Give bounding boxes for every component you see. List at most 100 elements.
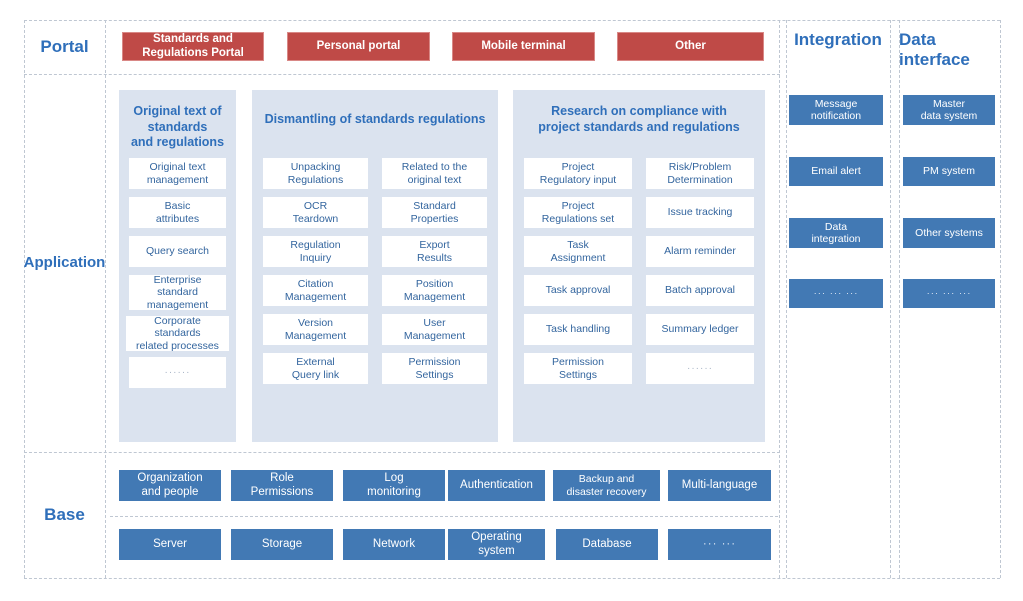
app-item-batch-approval[interactable]: Batch approval [646, 275, 754, 306]
column-label-data-interface: Data interface [899, 30, 1000, 71]
base-item-more-dots[interactable]: ··· ··· [668, 529, 771, 560]
base-item-database[interactable]: Database [556, 529, 658, 560]
app-item-related-to-original-text[interactable]: Related to the original text [382, 158, 487, 189]
item-line2: Management [403, 290, 466, 303]
item-line1: OCR [303, 200, 328, 213]
app-item-citation-management[interactable]: Citation Management [263, 275, 368, 306]
app-item-project-regulations-set[interactable]: Project Regulations set [524, 197, 632, 228]
data-interface-item-pm-system[interactable]: PM system [903, 157, 995, 186]
app-item-user-management[interactable]: User Management [382, 314, 487, 345]
base-item-operating-system[interactable]: Operating system [448, 529, 545, 560]
item-line2: Assignment [550, 251, 606, 264]
base-item-storage[interactable]: Storage [231, 529, 333, 560]
item-line1: Original text [149, 161, 206, 174]
base-item-network[interactable]: Network [343, 529, 445, 560]
group-title-line2: standards [147, 119, 208, 134]
item-line1: Summary ledger [661, 323, 739, 336]
base-item-role-permissions[interactable]: Role Permissions [231, 470, 333, 501]
item-line1: Unpacking [290, 161, 341, 174]
item-line1: Query search [145, 245, 210, 258]
app-item-version-management[interactable]: Version Management [263, 314, 368, 345]
app-item-corporate-standards-related-processes[interactable]: Corporate standards related processes [126, 314, 229, 352]
item-line2: Permissions [250, 485, 314, 498]
app-item-permission-settings-dismantling[interactable]: Permission Settings [382, 353, 487, 384]
item-line1: Version [297, 317, 334, 330]
item-line1: Storage [261, 537, 303, 550]
app-item-position-management[interactable]: Position Management [382, 275, 487, 306]
app-item-risk-problem-determination[interactable]: Risk/Problem Determination [646, 158, 754, 189]
app-item-more-dots[interactable]: ······ [129, 357, 226, 388]
item-line1: Basic [164, 200, 191, 213]
item-line1: PM system [923, 165, 975, 178]
item-line1: Database [582, 537, 632, 550]
base-item-organization-and-people[interactable]: Organization and people [119, 470, 221, 501]
item-line2: notification [810, 110, 862, 122]
base-item-log-monitoring[interactable]: Log monitoring [343, 470, 445, 501]
item-line1: Master [932, 97, 966, 110]
item-line1: Enterprise [153, 273, 202, 286]
group-title-original-text: Original text of standards and regulatio… [119, 104, 236, 151]
app-item-basic-attributes[interactable]: Basic attributes [129, 197, 226, 228]
item-line1: Standard [413, 200, 456, 213]
data-interface-item-other-systems[interactable]: Other systems [903, 218, 995, 248]
portal-button-personal-portal[interactable]: Personal portal [287, 32, 430, 61]
base-row-separator [110, 516, 778, 517]
integration-item-message-notification[interactable]: Message notification [789, 95, 883, 125]
app-item-permission-settings-research[interactable]: Permission Settings [524, 353, 632, 384]
base-item-server[interactable]: Server [119, 529, 221, 560]
row-label-portal: Portal [40, 37, 89, 57]
integration-item-email-alert[interactable]: Email alert [789, 157, 883, 186]
portal-button-mobile-terminal[interactable]: Mobile terminal [452, 32, 595, 61]
portal-button-other[interactable]: Other [617, 32, 764, 61]
item-line1: Organization [137, 471, 203, 484]
app-item-task-assignment[interactable]: Task Assignment [524, 236, 632, 267]
app-item-export-results[interactable]: Export Results [382, 236, 487, 267]
app-item-unpacking-regulations[interactable]: Unpacking Regulations [263, 158, 368, 189]
app-item-regulation-inquiry[interactable]: Regulation Inquiry [263, 236, 368, 267]
item-line1: Regulation [290, 239, 341, 252]
app-item-more-dots-research[interactable]: ······ [646, 353, 754, 384]
item-line1: Alarm reminder [664, 245, 736, 258]
item-line1: ······ [687, 362, 713, 374]
item-line1: ··· ··· [702, 537, 737, 550]
group-title-research-compliance: Research on compliance with project stan… [513, 104, 765, 135]
item-line2: and people [141, 485, 199, 498]
app-item-external-query-link[interactable]: External Query link [263, 353, 368, 384]
app-item-project-regulatory-input[interactable]: Project Regulatory input [524, 158, 632, 189]
item-line1: External [296, 356, 335, 369]
column-label-integration: Integration [794, 30, 882, 49]
integration-item-more-dots[interactable]: ··· ··· ··· [789, 279, 883, 308]
integration-column-left-separator [786, 20, 787, 578]
app-item-alarm-reminder[interactable]: Alarm reminder [646, 236, 754, 267]
item-line1: Log [384, 471, 404, 484]
data-interface-item-master-data-system[interactable]: Master data system [903, 95, 995, 125]
base-item-backup-disaster-recovery[interactable]: Backup and disaster recovery [553, 470, 660, 501]
app-item-query-search[interactable]: Query search [129, 236, 226, 267]
app-item-enterprise-standard-management[interactable]: Enterprise standard management [129, 273, 226, 311]
item-line2: integration [811, 233, 861, 245]
data-interface-item-more-dots[interactable]: ··· ··· ··· [903, 279, 995, 308]
item-line2: Query link [291, 368, 340, 381]
item-line2: Settings [415, 368, 454, 381]
app-item-standard-properties[interactable]: Standard Properties [382, 197, 487, 228]
item-line1: Corporate [154, 314, 201, 327]
item-line1: Backup and [578, 473, 635, 486]
item-line2: system [478, 544, 515, 557]
item-line2: original text [407, 173, 462, 186]
base-item-multi-language[interactable]: Multi-language [668, 470, 771, 501]
portal-button-standards-regulations[interactable]: Standards and Regulations Portal [122, 32, 264, 61]
group-title-line1: Research on compliance with [551, 104, 727, 118]
item-line2: monitoring [367, 485, 421, 498]
app-item-summary-ledger[interactable]: Summary ledger [646, 314, 754, 345]
integration-item-data-integration[interactable]: Data integration [789, 218, 883, 248]
app-item-task-handling[interactable]: Task handling [524, 314, 632, 345]
app-item-original-text-management[interactable]: Original text management [129, 158, 226, 189]
portal-row-separator [24, 74, 780, 75]
app-item-task-approval[interactable]: Task approval [524, 275, 632, 306]
item-line2: attributes [155, 212, 200, 225]
app-item-ocr-teardown[interactable]: OCR Teardown [263, 197, 368, 228]
integration-column-right-separator [890, 20, 891, 578]
application-group-original-text: Original text of standards and regulatio… [119, 90, 236, 442]
base-item-authentication[interactable]: Authentication [448, 470, 545, 501]
app-item-issue-tracking[interactable]: Issue tracking [646, 197, 754, 228]
